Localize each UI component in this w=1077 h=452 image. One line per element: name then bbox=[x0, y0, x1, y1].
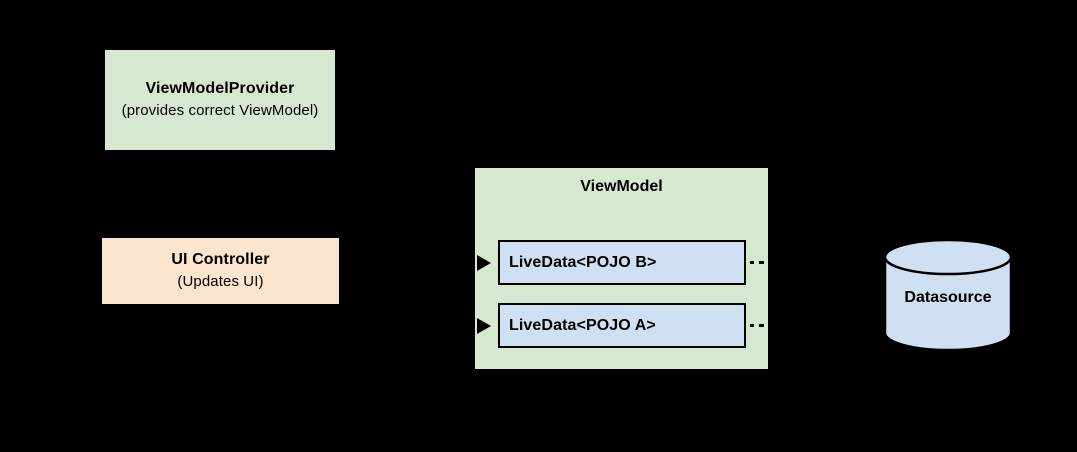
ui-controller-title: UI Controller bbox=[171, 251, 270, 269]
arrowhead-into-livedata-b bbox=[477, 255, 491, 271]
arrowhead-into-livedata-a bbox=[477, 318, 491, 334]
dashed-connector-livedata-a-segment-1 bbox=[750, 324, 754, 327]
node-datasource[interactable]: Datasource bbox=[883, 239, 1013, 351]
dashed-connector-livedata-b-segment-2 bbox=[759, 261, 764, 264]
dashed-connector-livedata-b-segment-1 bbox=[750, 261, 754, 264]
node-viewmodel-provider[interactable]: ViewModelProvider (provides correct View… bbox=[105, 50, 335, 150]
node-livedata-pojo-a[interactable]: LiveData<POJO A> bbox=[498, 303, 746, 348]
viewmodel-title: ViewModel bbox=[580, 178, 663, 195]
database-cylinder-icon bbox=[883, 239, 1013, 351]
node-viewmodel[interactable]: ViewModel LiveData<POJO B> LiveData<POJO… bbox=[475, 168, 768, 369]
viewmodel-provider-title: ViewModelProvider bbox=[145, 80, 295, 98]
viewmodel-provider-subtitle: (provides correct ViewModel) bbox=[121, 102, 319, 120]
ui-controller-subtitle: (Updates UI) bbox=[177, 273, 264, 291]
dashed-connector-livedata-a-segment-2 bbox=[759, 324, 764, 327]
node-ui-controller[interactable]: UI Controller (Updates UI) bbox=[102, 238, 339, 304]
node-livedata-pojo-b[interactable]: LiveData<POJO B> bbox=[498, 240, 746, 285]
